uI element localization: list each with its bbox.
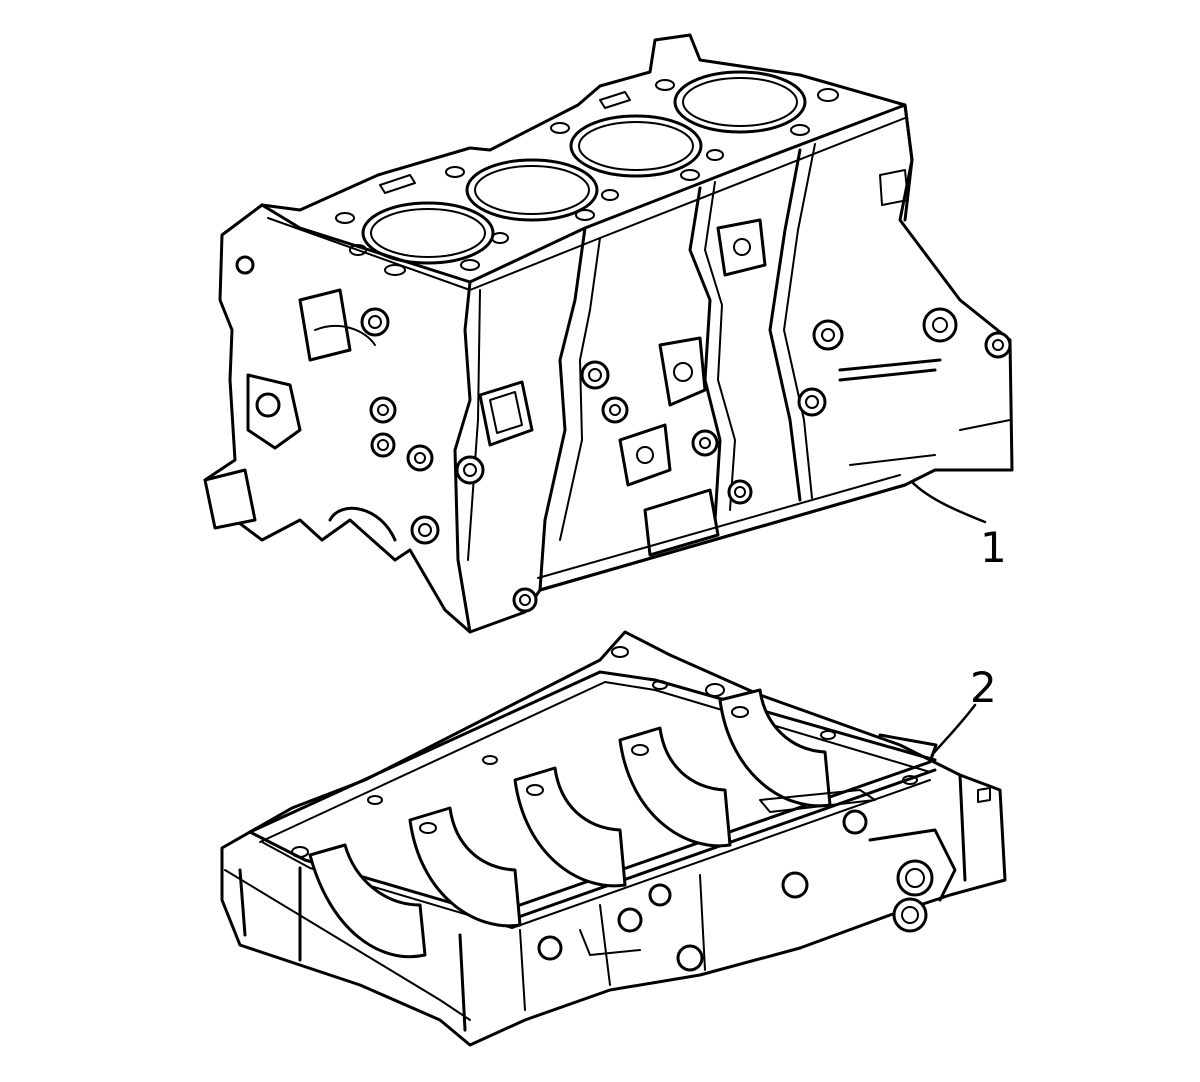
deck-passages — [335, 79, 839, 276]
cylinder-bores — [361, 70, 807, 265]
callout-2: 2 — [930, 663, 997, 757]
leader-line-1 — [910, 480, 987, 524]
block-bosses — [235, 255, 1012, 613]
callout-1: 1 — [910, 480, 1007, 572]
lower-crankcase — [220, 630, 1007, 1047]
saddle-bolts — [291, 646, 918, 858]
callout-label-1: 1 — [980, 523, 1007, 572]
engine-cylinder-block — [203, 33, 1014, 634]
bearing-saddles — [308, 688, 832, 959]
callout-label-2: 2 — [970, 663, 997, 712]
leader-line-2 — [930, 703, 977, 757]
